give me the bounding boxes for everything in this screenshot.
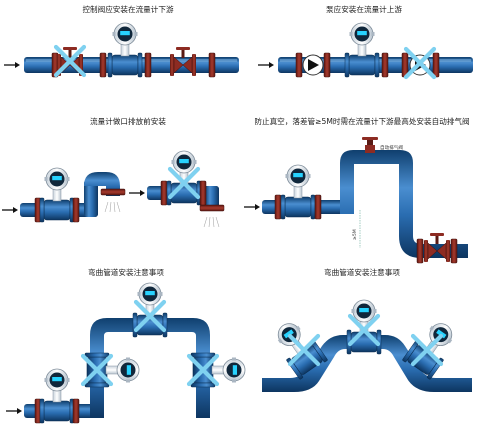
- arrow-right-icon: [1, 206, 19, 214]
- caption-control-valve: 控制阀应安装在流量计下游: [82, 4, 174, 14]
- drop-height-label: ≥5M: [352, 229, 358, 240]
- arrow-right-icon: [243, 203, 261, 211]
- flowmeter-icon: [280, 164, 316, 220]
- arrow-right-icon: [5, 407, 23, 415]
- flange-icon: [295, 52, 303, 78]
- flange-icon: [72, 398, 80, 424]
- arrow-right-icon: [3, 61, 21, 69]
- panel-bend-left: [5, 282, 246, 424]
- flange-icon: [100, 188, 126, 196]
- flange-icon: [450, 238, 458, 264]
- flange-icon: [274, 194, 282, 220]
- water-drops: [104, 201, 121, 213]
- arrow-right-icon: [257, 61, 275, 69]
- flange-icon: [416, 238, 424, 264]
- caption-bend-left: 弯曲管道安装注意事项: [88, 267, 164, 277]
- flowmeter-icon: [84, 352, 140, 388]
- auto-vent-valve-icon: [362, 137, 378, 153]
- panel-discharge-left: [1, 167, 126, 223]
- flange-icon: [144, 52, 152, 78]
- panel-pump: [257, 22, 473, 78]
- water-drops: [203, 216, 220, 228]
- flange-icon: [432, 52, 440, 78]
- flange-icon: [199, 180, 207, 206]
- arrow-right-icon: [128, 189, 146, 197]
- flange-icon: [323, 52, 331, 78]
- flange-icon: [160, 180, 168, 206]
- pump-icon: [302, 54, 324, 76]
- flange-icon: [314, 194, 322, 220]
- panel-discharge-right: [128, 150, 225, 228]
- flange-icon: [381, 52, 389, 78]
- flange-icon: [208, 52, 216, 78]
- panel-bend-right: [262, 299, 472, 392]
- flowmeter-icon: [346, 299, 382, 355]
- flowmeter-icon: [107, 22, 143, 78]
- flowmeter-icon: [190, 352, 246, 388]
- caption-vacuum: 防止真空，落差管≥5M时需在流量计下游最高处安装自动排气阀: [254, 116, 469, 126]
- panel-control-valve: [3, 22, 239, 78]
- auto-vent-label: 自动排气阀: [380, 144, 403, 151]
- flange-icon: [199, 204, 225, 212]
- flowmeter-icon: [344, 22, 380, 78]
- flange-icon: [72, 197, 80, 223]
- flowmeter-icon: [39, 167, 75, 223]
- flowmeter-icon: [39, 368, 75, 424]
- flange-icon: [99, 52, 107, 78]
- caption-bend-right: 弯曲管道安装注意事项: [324, 267, 400, 277]
- panel-vacuum: 自动排气阀 ≥5M: [243, 137, 468, 264]
- caption-pump: 泵应安装在流量计上游: [326, 4, 402, 14]
- caption-discharge: 流量计做口排放前安装: [90, 116, 166, 126]
